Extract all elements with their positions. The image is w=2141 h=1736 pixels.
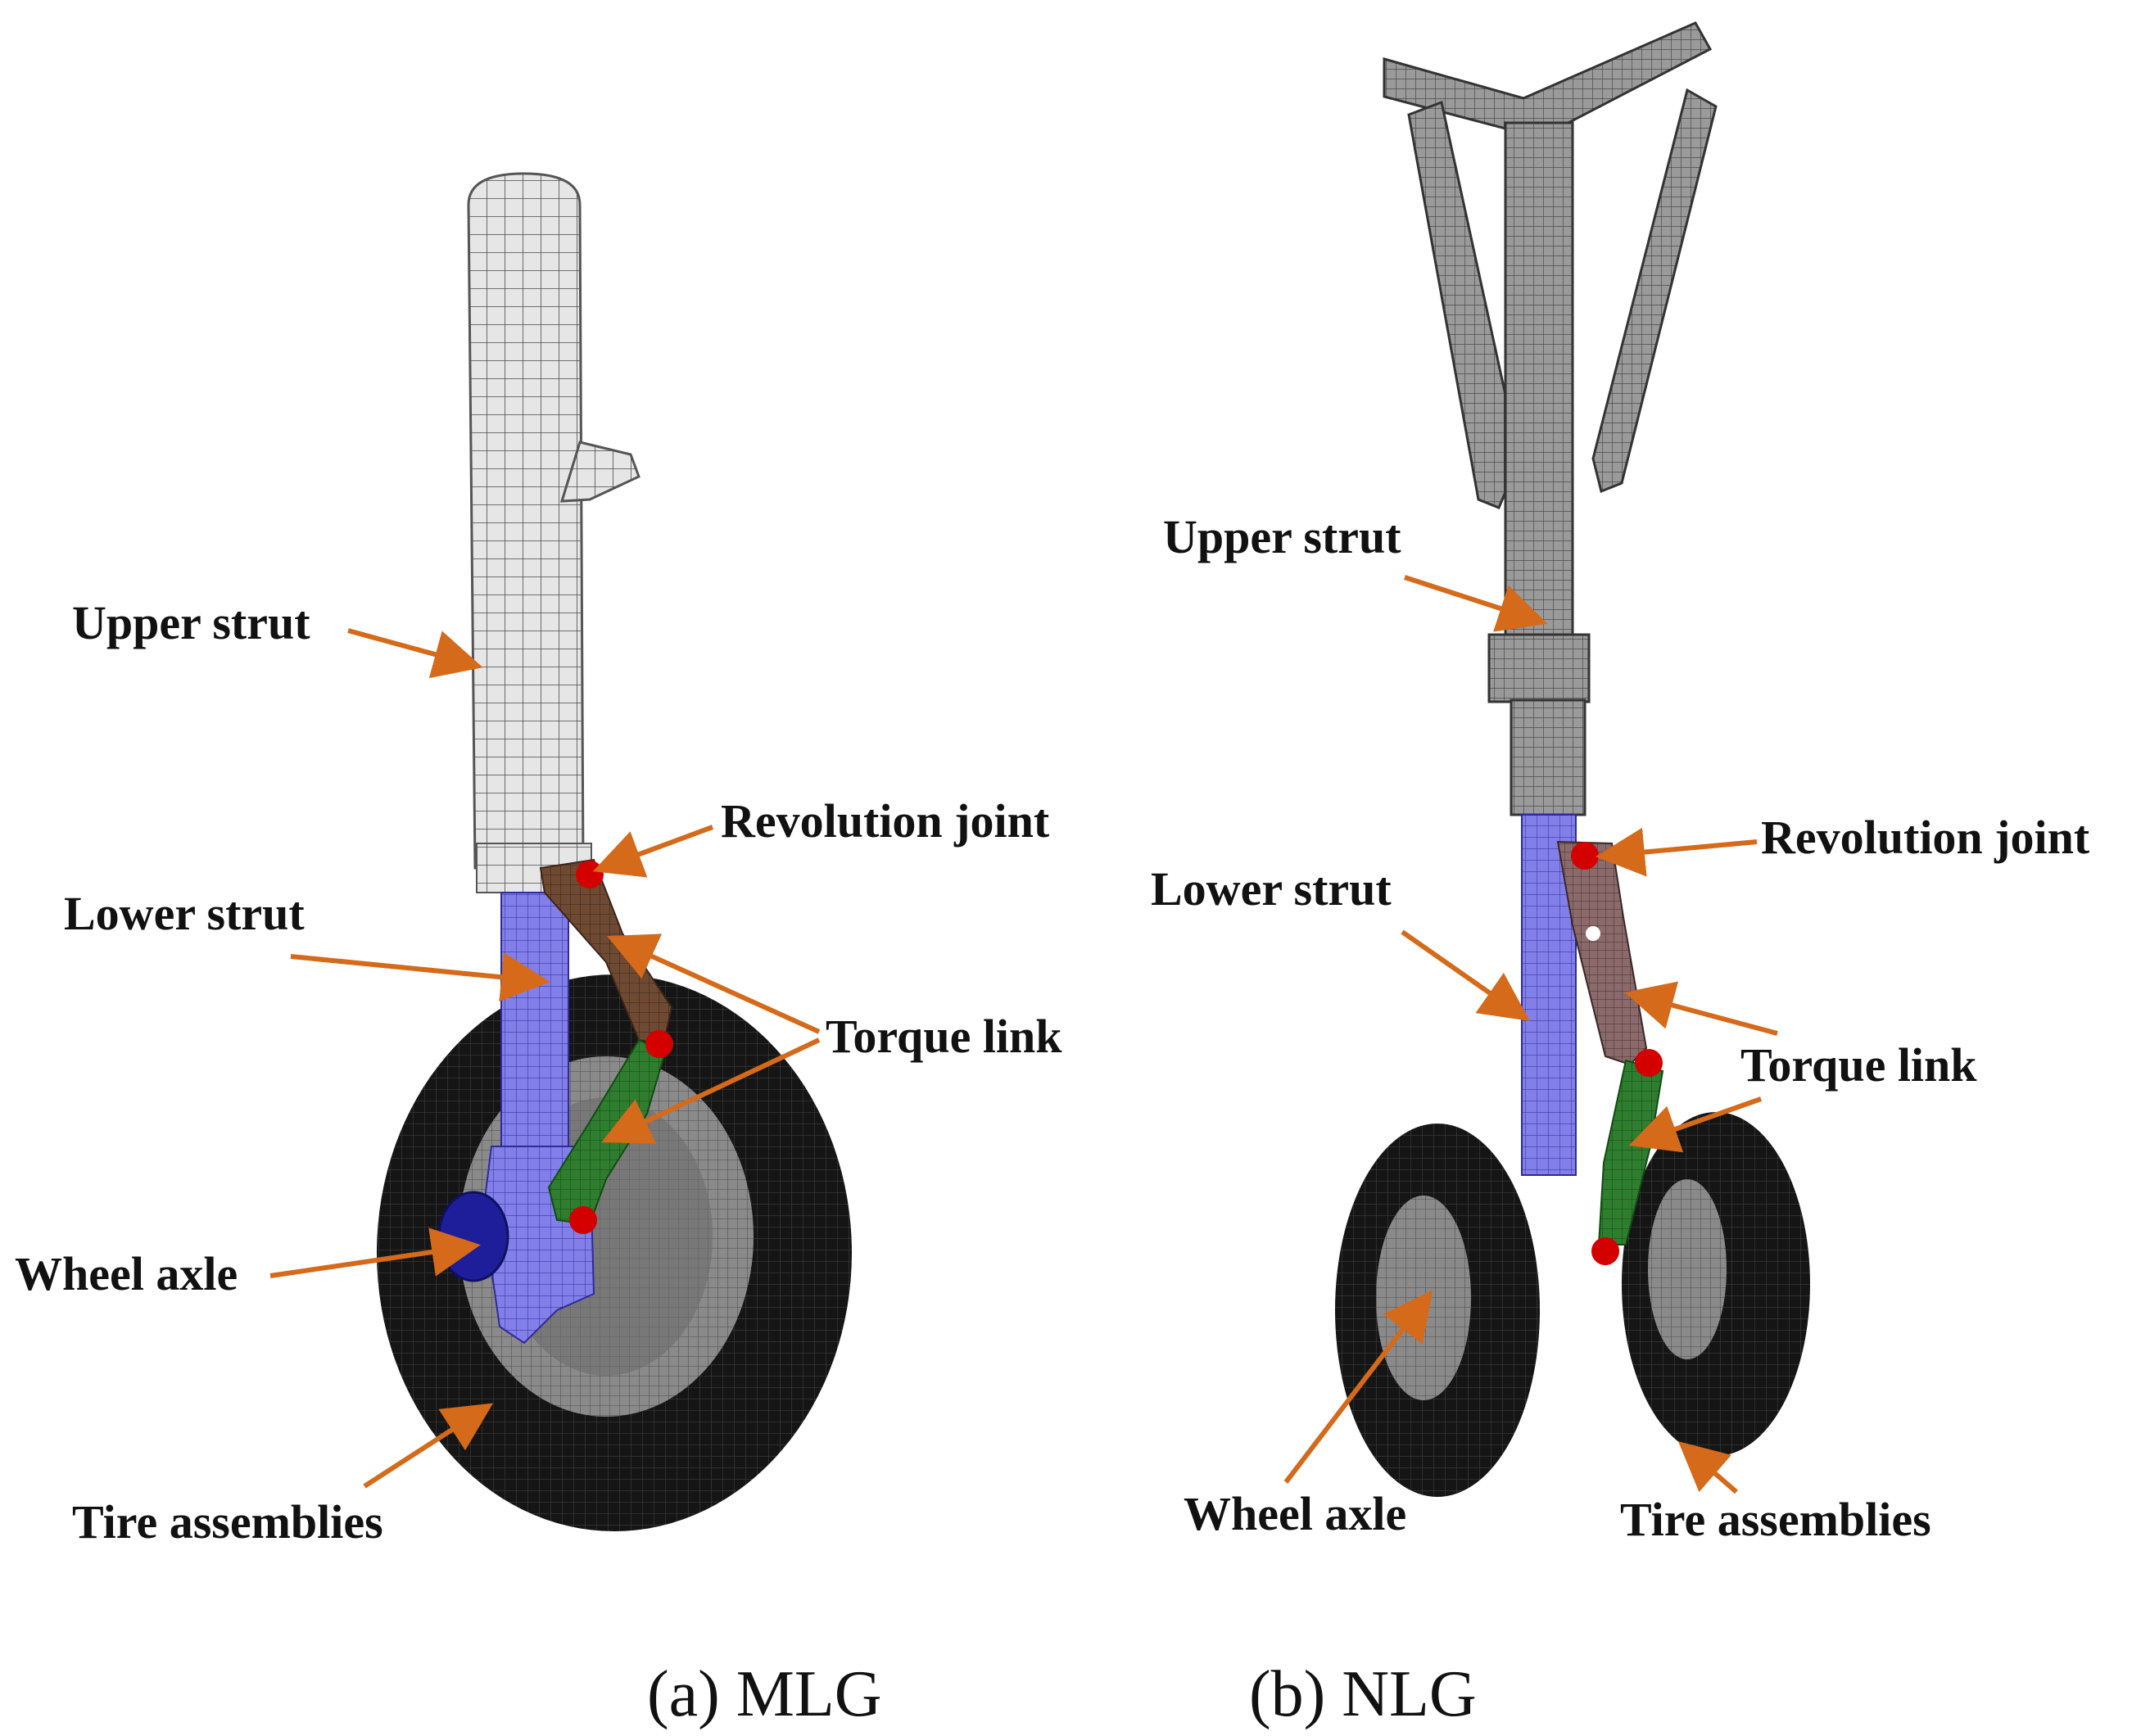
mlg-revolution-joint-label: Revolution joint (721, 794, 1050, 848)
nlg-wheel-axle-label: Wheel axle (1184, 1487, 1406, 1540)
mlg-torque-link-label: Torque link (826, 1010, 1062, 1063)
arrow-icon (1596, 827, 1758, 877)
arrow-icon (269, 1227, 481, 1278)
arrow-icon (1404, 575, 1548, 632)
joint-marker-icon (1571, 842, 1599, 870)
joint-marker-icon (645, 1030, 673, 1058)
nlg-upper-strut-label: Upper strut (1163, 510, 1401, 563)
nlg-lower-strut-label: Lower strut (1151, 862, 1392, 915)
joint-marker-icon (1591, 1237, 1619, 1265)
mlg-wheel-axle (437, 1191, 509, 1282)
arrow-icon (1628, 1096, 1762, 1153)
arrow-icon (607, 934, 821, 1034)
arrow-icon (290, 952, 550, 1002)
joint-marker-icon (569, 1206, 597, 1234)
nlg-upper-strut (1383, 21, 1718, 816)
mlg-tire-assemblies-label: Tire assemblies (72, 1495, 383, 1548)
nlg-tire-assemblies-label: Tire assemblies (1620, 1493, 1931, 1546)
nlg-caption: (b) NLG (1249, 1658, 1477, 1730)
arrow-icon (592, 825, 714, 878)
nlg-torque-link-label: Torque link (1740, 1038, 1977, 1092)
nlg-tires (1335, 1112, 1810, 1497)
joint-marker-icon (1635, 1049, 1663, 1077)
mlg-upper-strut (467, 172, 640, 893)
mlg-caption: (a) MLG (647, 1658, 882, 1730)
arrow-icon (1624, 981, 1778, 1036)
arrow-icon (1283, 1290, 1433, 1484)
arrow-icon (363, 1403, 494, 1489)
nlg-joint-markers (1571, 842, 1663, 1265)
mlg-panel: Upper strut Revolution joint Lower strut… (15, 172, 1062, 1730)
arrow-icon (601, 1038, 821, 1144)
mlg-lower-strut-label: Lower strut (64, 887, 305, 940)
joint-marker-icon (576, 861, 604, 888)
mlg-wheel-axle-label: Wheel axle (15, 1247, 238, 1300)
nlg-revolution-joint-label: Revolution joint (1761, 811, 2090, 864)
arrow-icon (1401, 929, 1530, 1021)
nlg-panel: Upper strut Revolution joint Lower strut… (1151, 21, 2090, 1730)
arrow-icon (1677, 1441, 1738, 1494)
mlg-upper-strut-label: Upper strut (72, 596, 310, 649)
arrow-icon (347, 628, 483, 679)
